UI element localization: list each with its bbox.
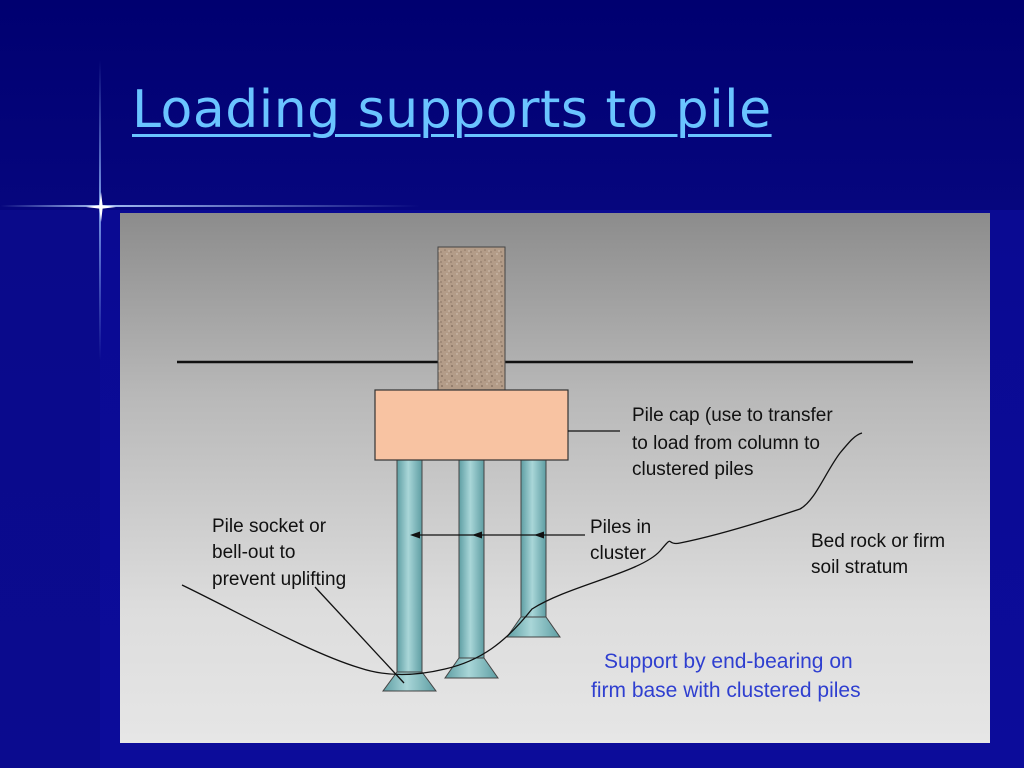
label-line: clustered piles [632,459,753,480]
label-line: prevent uplifting [212,569,346,590]
label-line: Pile cap (use to transfer [632,405,833,426]
label-bed-rock: Bed rock or firm soil stratum [811,531,950,578]
socket-leader [314,586,405,684]
label-line: bell-out to [212,542,295,563]
horizontal-light-line [0,205,420,207]
bedrock-curve [181,432,863,676]
pile-bell [444,657,499,679]
arrow-head [472,531,482,539]
caption-line: firm base with clustered piles [591,679,861,702]
pile-bell [506,616,561,638]
pile [458,459,485,659]
page-title: Loading supports to pile [132,80,772,140]
pile-bell [382,671,437,692]
pile [520,459,547,618]
pile [396,459,423,673]
label-line: Pile socket or [212,516,327,537]
label-pile-cap: Pile cap (use to transfer to load from c… [632,405,838,480]
pile-cap [374,389,569,461]
label-line: cluster [590,543,647,564]
label-line: soil stratum [811,557,908,578]
left-band [0,210,100,768]
arrow-head [410,531,420,539]
label-piles-in-cluster: Piles in cluster [590,517,657,564]
figure-caption: Support by end-bearing on firm base with… [591,650,861,702]
sparkle-icon [86,192,116,222]
label-pile-socket: Pile socket or bell-out to prevent uplif… [212,516,346,590]
label-line: Bed rock or firm [811,531,945,552]
label-line: to load from column to [632,433,820,454]
column [437,246,506,391]
slide-background-top [0,0,1024,210]
label-line: Piles in [590,517,651,538]
arrow-head [534,531,544,539]
pile-diagram-svg: Pile cap (use to transfer to load from c… [177,246,950,702]
pile-diagram: Pile cap (use to transfer to load from c… [120,213,990,743]
caption-line: Support by end-bearing on [604,650,853,673]
